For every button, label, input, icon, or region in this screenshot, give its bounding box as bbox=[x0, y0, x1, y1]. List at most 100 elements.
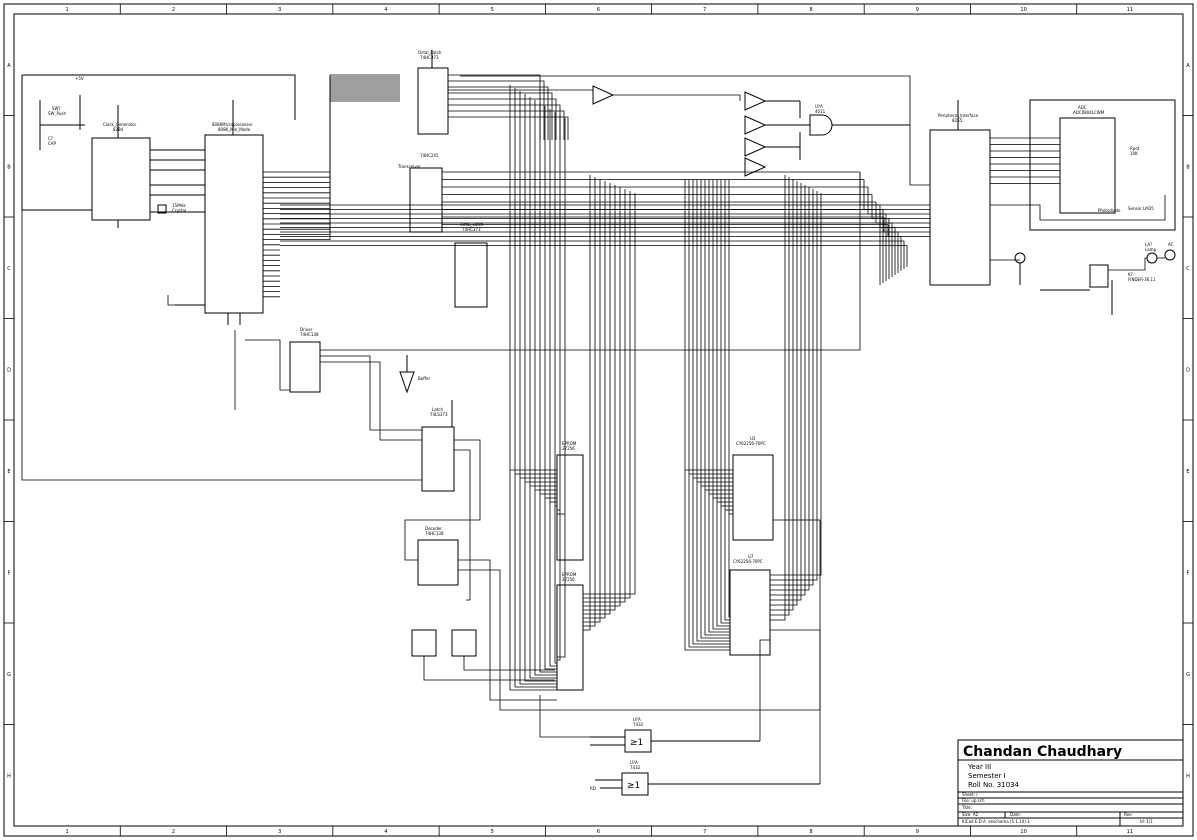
transceiver-block bbox=[409, 167, 443, 233]
buffer-label: Buffer bbox=[418, 376, 430, 381]
wire bbox=[583, 181, 606, 619]
title-line-year: Year III bbox=[967, 763, 991, 771]
column-number: 2 bbox=[172, 7, 175, 13]
title-label: Title: bbox=[961, 805, 972, 810]
or-gate-1-part: 7432 bbox=[633, 722, 644, 727]
kicad-label: KiCad E.D.A. eeschema (5.1.10)-1 bbox=[962, 819, 1030, 824]
column-number: 11 bbox=[1127, 829, 1133, 835]
eprom-1-part: 27256 bbox=[562, 446, 575, 451]
column-number: 5 bbox=[491, 829, 494, 835]
title-line-semester: Semester I bbox=[968, 772, 1006, 780]
relay-lamp-block bbox=[1014, 249, 1176, 315]
column-number: 7 bbox=[703, 7, 706, 13]
driver-part: 74HC138 bbox=[300, 332, 319, 337]
row-letter: H bbox=[7, 773, 11, 779]
wire bbox=[770, 193, 822, 576]
wire bbox=[770, 181, 798, 606]
column-number: 4 bbox=[384, 7, 387, 13]
wire bbox=[583, 187, 621, 607]
column-number: 3 bbox=[278, 829, 281, 835]
or-gate-1-symbol: ≥1 bbox=[630, 738, 643, 748]
wire bbox=[423, 656, 555, 681]
cap-val: CAP bbox=[48, 141, 57, 146]
and-gate-part: 4011 bbox=[815, 109, 826, 114]
or-gates-bottom bbox=[590, 729, 820, 796]
wire bbox=[280, 78, 400, 183]
wire bbox=[759, 639, 770, 741]
sheet-border bbox=[3, 3, 1194, 837]
row-letter: B bbox=[7, 164, 11, 170]
wire bbox=[404, 439, 481, 561]
wire bbox=[583, 191, 631, 599]
wire bbox=[613, 94, 741, 101]
relay-ref: K? bbox=[1128, 272, 1133, 277]
wire bbox=[280, 84, 400, 199]
driver-block bbox=[289, 341, 321, 393]
supply-label-clock: +5V bbox=[75, 76, 84, 81]
transceiver-part: 74HC245 bbox=[420, 153, 439, 158]
cpu-name: 8086Microprocessor bbox=[212, 122, 253, 127]
wire bbox=[280, 209, 884, 283]
column-number: 7 bbox=[703, 829, 706, 835]
wire bbox=[454, 449, 471, 601]
wire bbox=[583, 179, 601, 623]
wire bbox=[448, 110, 565, 140]
wire bbox=[867, 187, 930, 215]
wire bbox=[519, 91, 557, 685]
wire bbox=[448, 98, 557, 140]
wire bbox=[770, 183, 802, 601]
wire bbox=[557, 118, 566, 658]
column-number: 10 bbox=[1020, 829, 1026, 835]
row-letter: D bbox=[7, 367, 11, 373]
wire bbox=[712, 180, 730, 630]
wire bbox=[448, 74, 541, 140]
eprom-2-part: 27256 bbox=[562, 577, 575, 582]
column-number: 10 bbox=[1020, 7, 1026, 13]
column-number: 3 bbox=[278, 7, 281, 13]
row-letter: E bbox=[7, 469, 10, 475]
row-letter: F bbox=[1187, 570, 1190, 576]
wire bbox=[529, 97, 557, 679]
lamp-ref: LA? bbox=[1145, 242, 1152, 247]
decoder-block bbox=[411, 539, 477, 657]
wire bbox=[544, 106, 557, 670]
wire bbox=[539, 103, 557, 673]
wire bbox=[320, 355, 422, 431]
wire bbox=[280, 76, 400, 178]
wire bbox=[770, 191, 818, 581]
decoder-part: 74HC138 bbox=[425, 531, 444, 536]
wire bbox=[167, 295, 205, 306]
column-number: 11 bbox=[1127, 7, 1133, 13]
wire bbox=[549, 109, 557, 667]
wire bbox=[859, 172, 930, 206]
wire bbox=[688, 180, 730, 648]
wire bbox=[990, 195, 1166, 221]
column-number: 8 bbox=[809, 7, 812, 13]
or-gate-2-part: 7432 bbox=[630, 765, 641, 770]
row-letter: G bbox=[7, 672, 11, 678]
row-letter: A bbox=[1186, 63, 1190, 69]
ppi-block bbox=[929, 100, 991, 286]
row-letter: A bbox=[7, 63, 11, 69]
wire bbox=[280, 90, 400, 215]
id-label: Id: 1/1 bbox=[1140, 819, 1153, 824]
wire bbox=[875, 202, 930, 224]
wire bbox=[583, 193, 636, 595]
wire bbox=[245, 339, 290, 391]
latch-3-block bbox=[421, 400, 455, 492]
column-number: 4 bbox=[384, 829, 387, 835]
or-gate-2-ref: U?A bbox=[630, 760, 638, 765]
author-name: Chandan Chaudhary bbox=[963, 744, 1122, 760]
row-letter: E bbox=[1186, 469, 1189, 475]
or-gate-2-symbol: ≥1 bbox=[627, 781, 640, 791]
column-number: 1 bbox=[66, 7, 69, 13]
wire bbox=[460, 75, 930, 186]
row-letter: G bbox=[1186, 672, 1190, 678]
wire bbox=[879, 209, 930, 228]
wire bbox=[320, 172, 861, 351]
clock-generator-part: 8284 bbox=[113, 127, 124, 132]
wire bbox=[280, 100, 400, 241]
column-number: 6 bbox=[597, 7, 600, 13]
